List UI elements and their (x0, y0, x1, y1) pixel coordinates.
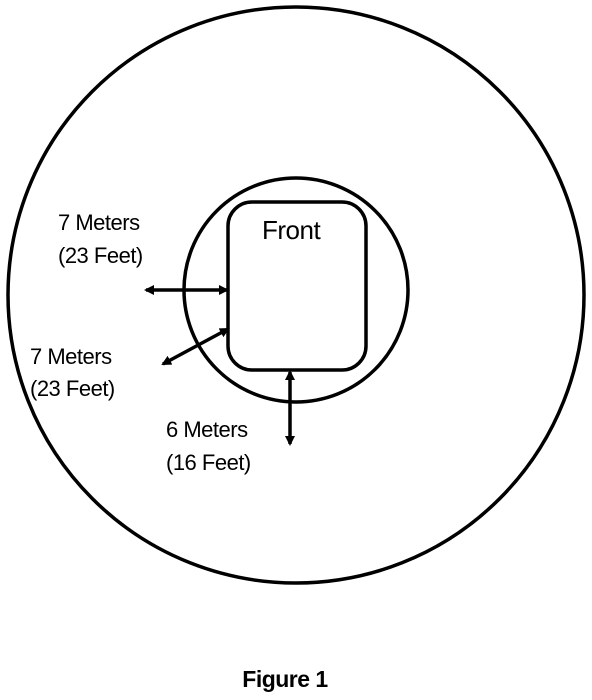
clearance-label-rear-line2: (16 Feet) (166, 450, 251, 475)
outer-zone-circle (6, 5, 586, 585)
clearance-label-diagonal-line1: 7 Meters (30, 344, 112, 369)
clearance-label-left-line2: (23 Feet) (58, 243, 143, 268)
clearance-label-rear-line1: 6 Meters (166, 417, 248, 442)
front-label: Front (262, 215, 321, 245)
clearance-arrow-diagonal (161, 327, 230, 366)
clearance-label-left-line1: 7 Meters (58, 210, 140, 235)
clearance-label-diagonal-line2: (23 Feet) (30, 376, 115, 401)
figure-caption: Figure 1 (242, 666, 328, 692)
